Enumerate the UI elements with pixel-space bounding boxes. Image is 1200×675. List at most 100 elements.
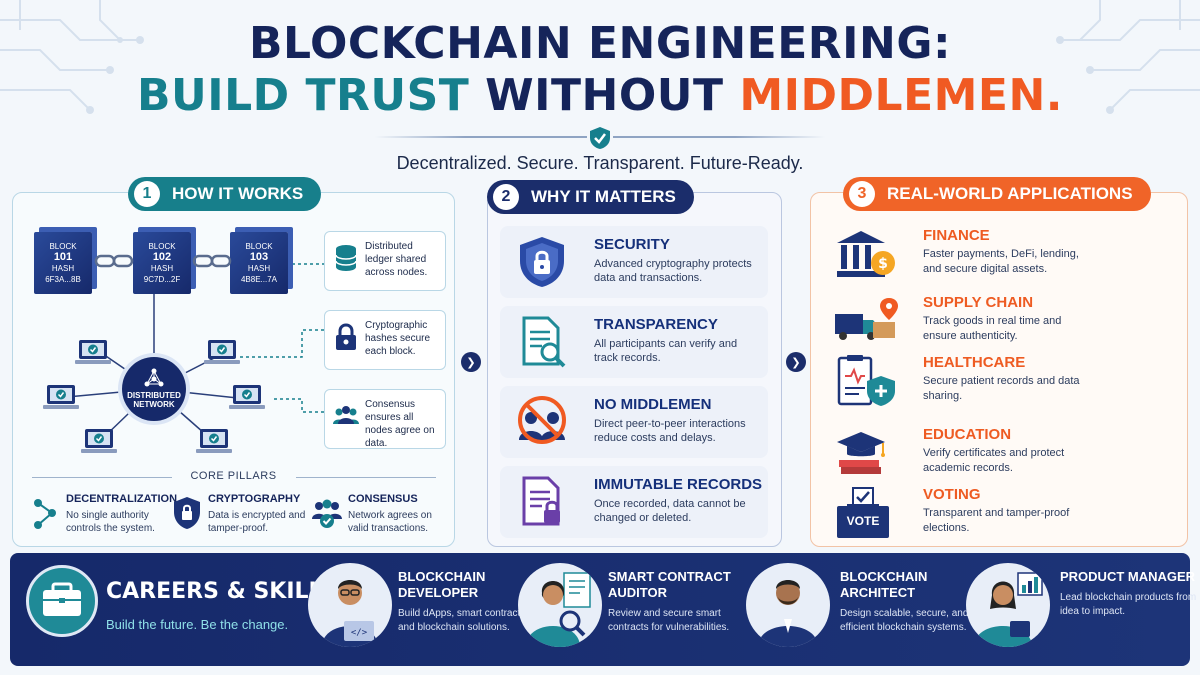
- role-desc: Design scalable, secure, and efficient b…: [840, 608, 969, 633]
- block-label: BLOCK: [245, 242, 273, 251]
- people-check-icon: [312, 499, 342, 528]
- document-search-icon: [522, 316, 566, 368]
- vote-label: VOTE: [846, 514, 880, 528]
- how-it-works-header: 1 HOW IT WORKS: [128, 177, 322, 211]
- hash-value: 6F3A...8B: [45, 275, 81, 284]
- why-security: SECURITY Advanced cryptography protects …: [500, 226, 768, 298]
- distributed-network-hub: DISTRIBUTED NETWORK: [122, 357, 186, 421]
- medical-record-icon: [837, 355, 895, 406]
- feature-text: Distributed ledger shared across nodes.: [365, 241, 428, 278]
- careers-band: CAREERS & SKILLS Build the future. Be th…: [10, 553, 1196, 666]
- no-middlemen-icon: [518, 396, 566, 444]
- applications-header: 3 REAL-WORLD APPLICATIONS: [843, 177, 1151, 211]
- app-title: SUPPLY CHAIN: [923, 294, 1034, 311]
- block-number: 101: [53, 251, 73, 263]
- why-immutable-records: IMMUTABLE RECORDS Once recorded, data ca…: [500, 466, 768, 538]
- nodes-icon: [34, 499, 56, 529]
- why-desc: Direct peer-to-peer interactions reduce …: [594, 418, 746, 444]
- chain-link-icon: [192, 254, 232, 268]
- block-103: BLOCK 103 HASH 4B8E...7A: [230, 232, 288, 294]
- arrow-right-icon: ❯: [461, 352, 481, 372]
- section-number: 1: [134, 181, 160, 207]
- feature-text: Cryptographic hashes secure each block.: [365, 320, 431, 357]
- tagline: Decentralized. Secure. Transparent. Futu…: [396, 153, 804, 173]
- hash-label: HASH: [150, 264, 174, 273]
- laptop-node-icon: [229, 385, 265, 409]
- laptop-node-icon: [81, 429, 117, 453]
- page-title: BLOCKCHAIN ENGINEERING: BUILD TRUST WITH…: [0, 18, 1200, 122]
- why-title: TRANSPARENCY: [594, 316, 718, 333]
- pillar-desc: Data is encrypted and tamper-proof.: [208, 510, 306, 534]
- app-education: EDUCATION Verify certificates and protec…: [825, 424, 1180, 486]
- pillar-title: CRYPTOGRAPHY: [208, 493, 301, 505]
- section-title: REAL-WORLD APPLICATIONS: [887, 184, 1133, 203]
- app-title: VOTING: [923, 486, 981, 503]
- role-title: BLOCKCHAIN DEVELOPER: [398, 569, 486, 600]
- title-without: WITHOUT: [485, 70, 724, 121]
- laptop-node-icon: [75, 340, 111, 364]
- app-desc: Transparent and tamper-proof elections.: [923, 507, 1070, 534]
- architect-person-icon: [758, 580, 818, 647]
- pillars-divider-left: [32, 477, 172, 478]
- svg-text:</>: </>: [351, 628, 368, 638]
- block-label: BLOCK: [49, 242, 77, 251]
- block-101: BLOCK 101 HASH 6F3A...8B: [34, 232, 92, 294]
- why-it-matters-header: 2 WHY IT MATTERS: [487, 180, 694, 214]
- arrow-right-icon: ❯: [786, 352, 806, 372]
- why-transparency: TRANSPARENCY All participants can verify…: [500, 306, 768, 378]
- product-manager-avatar: [966, 563, 1050, 647]
- role-blockchain-architect: BLOCKCHAIN ARCHITECT Design scalable, se…: [840, 569, 980, 635]
- circuit-decoration-left: [0, 0, 144, 114]
- why-no-middlemen: NO MIDDLEMEN Direct peer-to-peer interac…: [500, 386, 768, 458]
- pillar-desc: No single authority controls the system.: [66, 510, 155, 534]
- app-supply-chain: SUPPLY CHAIN Track goods in real time an…: [825, 292, 1180, 354]
- developer-person-icon: </>: [322, 580, 378, 647]
- careers-title: CAREERS & SKILLS: [106, 579, 339, 604]
- feature-text: Consensus ensures all nodes agree on dat…: [365, 399, 435, 449]
- why-desc: Advanced cryptography protects data and …: [594, 258, 752, 284]
- database-icon: [335, 245, 357, 271]
- feature-cryptographic-hashes: Cryptographic hashes secure each block.: [324, 310, 446, 370]
- feature-distributed-ledger: Distributed ledger shared across nodes.: [324, 231, 446, 291]
- role-desc: Review and secure smart contracts for vu…: [608, 608, 730, 633]
- core-pillars-title: CORE PILLARS: [190, 470, 277, 482]
- auditor-person-icon: [526, 572, 591, 647]
- why-desc: Once recorded, data cannot be changed or…: [594, 498, 746, 524]
- section-title: WHY IT MATTERS: [531, 187, 676, 206]
- app-finance: $ FINANCE Faster payments, DeFi, lending…: [825, 225, 1180, 287]
- role-title: BLOCKCHAIN ARCHITECT: [840, 569, 928, 600]
- title-build-trust: BUILD TRUST: [136, 70, 470, 121]
- locked-document-icon: [522, 476, 560, 526]
- group-consensus-icon: [333, 406, 359, 424]
- pillar-title: CONSENSUS: [348, 493, 418, 505]
- briefcase-badge: [26, 565, 98, 637]
- network-label-2: NETWORK: [133, 400, 175, 409]
- section-number: 3: [849, 181, 875, 207]
- role-desc: Lead blockchain products from idea to im…: [1060, 592, 1197, 617]
- app-desc: Secure patient records and data sharing.: [923, 375, 1080, 402]
- laptop-node-icon: [43, 385, 79, 409]
- section-number: 2: [493, 184, 519, 210]
- graduation-cap-icon: [837, 432, 885, 474]
- block-label: BLOCK: [148, 242, 176, 251]
- architect-avatar: [746, 563, 830, 647]
- role-blockchain-developer: BLOCKCHAIN DEVELOPER Build dApps, smart …: [398, 569, 538, 635]
- block-number: 102: [152, 251, 172, 263]
- app-desc: Faster payments, DeFi, lending, and secu…: [923, 248, 1079, 275]
- pillar-title: DECENTRALIZATION: [66, 493, 178, 505]
- shield-lock-icon: [174, 497, 200, 529]
- pillars-divider-right: [296, 477, 436, 478]
- app-desc: Verify certificates and protect academic…: [923, 447, 1065, 474]
- app-title: HEALTHCARE: [923, 354, 1026, 371]
- hash-value: 9C7D...2F: [143, 275, 181, 284]
- bank-icon: $: [837, 231, 895, 277]
- app-healthcare: HEALTHCARE Secure patient records and da…: [825, 352, 1180, 414]
- svg-text:$: $: [878, 256, 888, 272]
- delivery-truck-icon: [835, 298, 898, 340]
- pillar-desc: Network agrees on valid transactions.: [348, 510, 432, 534]
- hash-value: 4B8E...7A: [240, 275, 278, 284]
- role-desc: Build dApps, smart contracts, and blockc…: [398, 608, 529, 633]
- product-manager-person-icon: [974, 572, 1043, 647]
- laptop-node-icon: [204, 340, 240, 364]
- why-title: NO MIDDLEMEN: [594, 396, 712, 413]
